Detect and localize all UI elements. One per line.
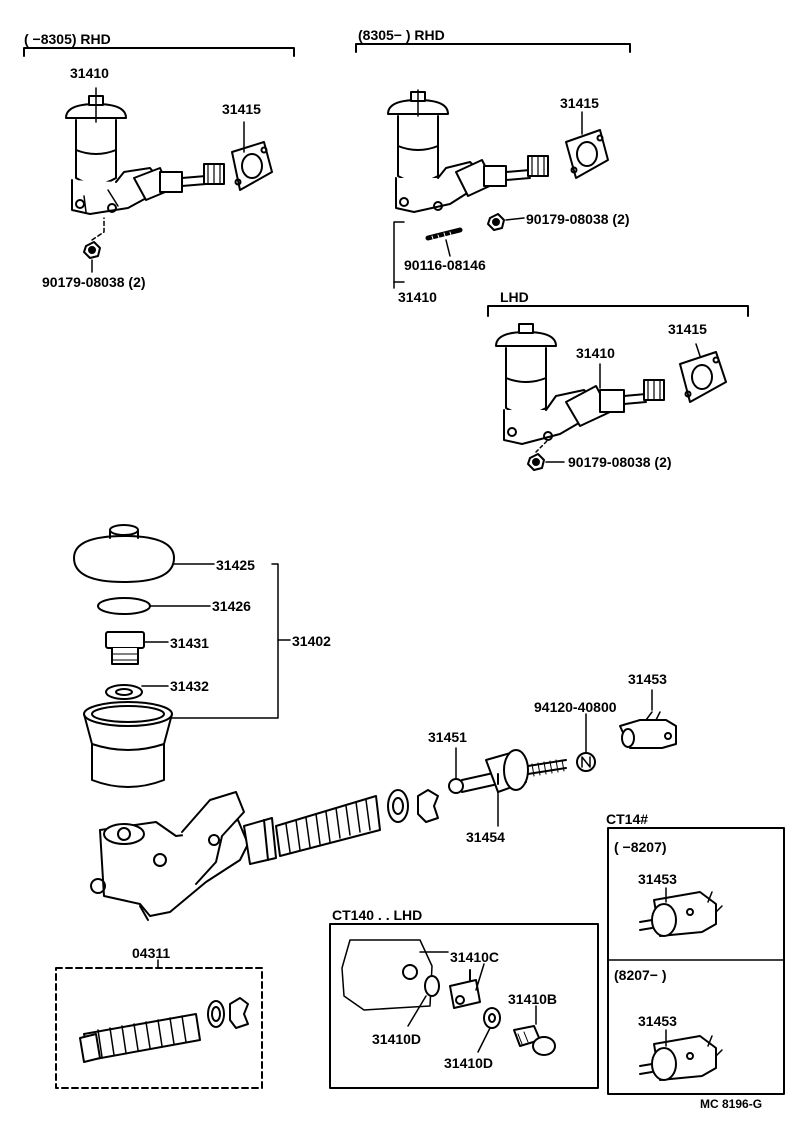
group-header: CT140 . . LHD — [332, 907, 422, 923]
group-bracket — [355, 43, 631, 53]
part-label: 31453 — [638, 871, 677, 887]
group-header: CT14# — [606, 811, 648, 827]
part-label: 31415 — [560, 95, 599, 111]
master-cylinder-assembly — [65, 95, 273, 215]
union-bolt — [105, 631, 145, 665]
part-label: 31453 — [638, 1013, 677, 1029]
part-label: 31431 — [170, 635, 209, 651]
group-lhd — [487, 305, 749, 471]
nut-icon — [83, 241, 101, 259]
figure-code: MC 8196-G — [700, 1097, 762, 1111]
group-header: LHD — [500, 289, 529, 305]
stud-bolt-icon — [425, 227, 463, 243]
reservoir-gasket — [105, 684, 143, 700]
part-label: 31454 — [466, 829, 505, 845]
part-label: 31402 — [292, 633, 331, 649]
part-label: 90179-08038 (2) — [42, 274, 146, 290]
part-label: 04311 — [132, 945, 170, 961]
part-label: 31410 — [398, 289, 437, 305]
part-label: 31410 — [576, 345, 615, 361]
nut-icon — [487, 213, 505, 231]
group-rhd-early — [23, 47, 295, 273]
box-ct140 — [329, 923, 599, 1089]
part-label: 31410B — [508, 991, 557, 1007]
nut-n-icon — [576, 752, 596, 772]
reservoir — [83, 701, 173, 788]
pushrod — [448, 771, 499, 794]
master-cylinder-assembly — [495, 323, 727, 445]
part-label: 90116-08146 — [404, 257, 486, 273]
boot — [485, 749, 529, 793]
group-bracket — [23, 47, 295, 57]
master-cylinder-body — [90, 791, 381, 921]
part-label: 31410C — [450, 949, 499, 965]
exploded-view — [73, 524, 677, 921]
part-label: 31432 — [170, 678, 209, 694]
part-label: 90179-08038 (2) — [526, 211, 630, 227]
reservoir-cap — [73, 524, 175, 583]
group-header: (8207− ) — [614, 967, 667, 983]
group-bracket — [487, 305, 749, 317]
part-label: 31415 — [668, 321, 707, 337]
labels: ( −8305) RHD 31410 31415 90179-08038 (2)… — [24, 27, 762, 1111]
part-label: 31410 — [70, 65, 109, 81]
clevis — [619, 711, 677, 749]
group-header: ( −8305) RHD — [24, 31, 111, 47]
part-label: 31425 — [216, 557, 255, 573]
box-ct14 — [607, 827, 785, 1095]
part-label: 90179-08038 (2) — [568, 454, 672, 470]
diaphragm — [97, 597, 151, 615]
part-label: 94120-40800 — [534, 699, 617, 715]
nut-icon — [527, 453, 545, 471]
group-header: (8305− ) RHD — [358, 27, 445, 43]
group-rhd-late — [355, 43, 631, 289]
kit-04311 — [55, 959, 263, 1089]
part-label: 31410D — [444, 1055, 493, 1071]
part-label: 31453 — [628, 671, 667, 687]
part-label: 31451 — [428, 729, 467, 745]
clevis-early — [639, 891, 723, 937]
part-label: 31415 — [222, 101, 261, 117]
part-label: 31426 — [212, 598, 251, 614]
group-header: ( −8207) — [614, 839, 667, 855]
part-label: 31410D — [372, 1031, 421, 1047]
clevis-late — [639, 1035, 723, 1081]
